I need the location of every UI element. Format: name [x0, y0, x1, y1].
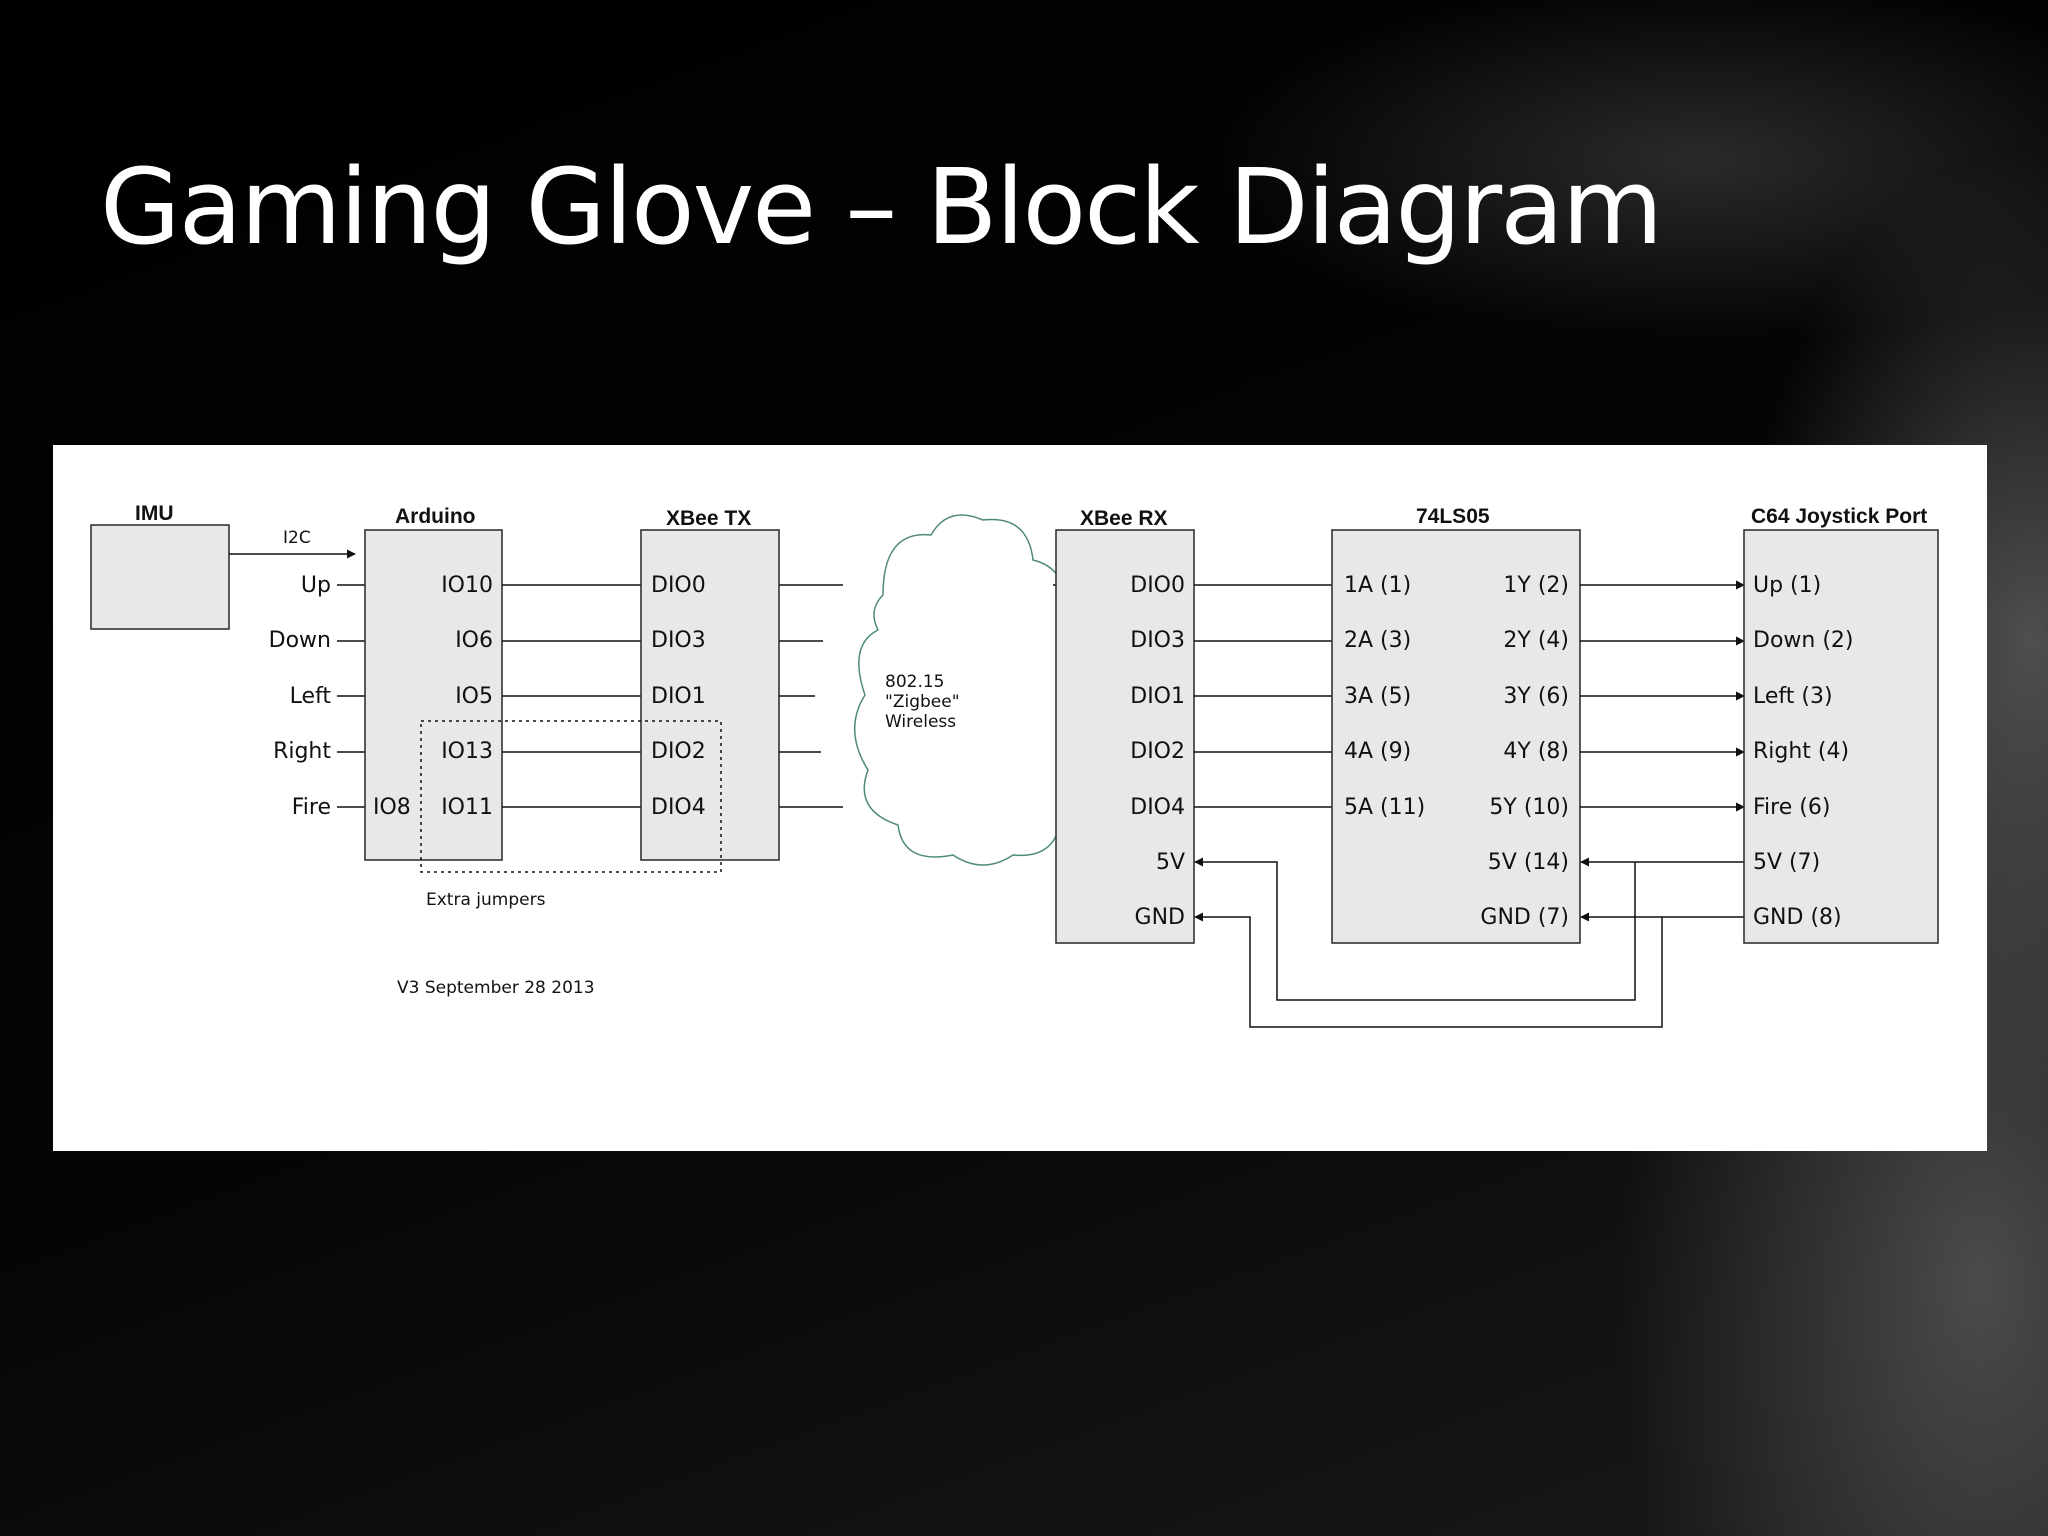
joystick-pin-fire: Fire (6)	[1753, 795, 1830, 820]
xbee-rx-title: XBee RX	[1080, 507, 1168, 530]
ls05-pin-5a: 5A (11)	[1344, 795, 1425, 820]
slide-title: Gaming Glove – Block Diagram	[100, 146, 1663, 268]
ls05-title: 74LS05	[1416, 505, 1490, 528]
input-label-fire: Fire	[292, 795, 331, 820]
xbee-tx-pin-dio1: DIO1	[651, 684, 706, 709]
xbee-tx-box	[640, 529, 780, 861]
input-labels: Up Down Left Right Fire	[269, 573, 332, 820]
rx-to-ls05-wires	[1194, 584, 1332, 808]
ls05-pin-3a: 3A (5)	[1344, 684, 1411, 709]
imu-box	[90, 524, 230, 630]
input-label-right: Right	[273, 739, 331, 764]
input-stubs	[337, 584, 365, 808]
xbee-tx-pin-dio0: DIO0	[651, 573, 706, 598]
joystick-pin-down: Down (2)	[1753, 628, 1854, 653]
ls05-pin-3y: 3Y (6)	[1503, 684, 1569, 709]
ls05-block: 74LS05 1A (1) 2A (3) 3A (5) 4A (9) 5A (1…	[1331, 505, 1581, 944]
imu-title: IMU	[135, 502, 174, 525]
arduino-pin-io10: IO10	[441, 573, 493, 598]
xbee-tx-block: XBee TX DIO0 DIO3 DIO1 DIO2 DIO4	[640, 507, 780, 861]
xbee-tx-pin-dio2: DIO2	[651, 739, 706, 764]
joystick-port-title: C64 Joystick Port	[1751, 505, 1927, 528]
xbee-rx-box	[1055, 529, 1195, 944]
xbee-rx-pin-dio1: DIO1	[1130, 684, 1185, 709]
ls05-box	[1331, 529, 1581, 944]
i2c-link: I2C	[229, 528, 356, 559]
5v-to-xbee-rx	[1194, 857, 1636, 1001]
joystick-pin-gnd: GND (8)	[1753, 905, 1842, 930]
joystick-pin-left: Left (3)	[1753, 684, 1833, 709]
arduino-to-xbee-tx-wires	[502, 584, 641, 808]
joystick-pin-up: Up (1)	[1753, 573, 1821, 598]
input-label-up: Up	[301, 573, 331, 598]
joystick-pin-right: Right (4)	[1753, 739, 1849, 764]
arduino-block: Arduino IO10 IO6 IO5 IO13 IO11 IO8	[364, 505, 503, 861]
joystick-port-block: C64 Joystick Port Up (1) Down (2) Left (…	[1743, 505, 1939, 944]
arduino-box	[364, 529, 503, 861]
gnd-to-xbee-rx	[1194, 912, 1663, 1028]
ls05-pin-4a: 4A (9)	[1344, 739, 1411, 764]
ls05-pin-2a: 2A (3)	[1344, 628, 1411, 653]
arduino-pin-io8: IO8	[373, 795, 411, 820]
ls05-pin-5v: 5V (14)	[1488, 850, 1569, 875]
joystick-pin-5v: 5V (7)	[1753, 850, 1820, 875]
i2c-label: I2C	[283, 528, 311, 548]
xbee-rx-pin-dio4: DIO4	[1130, 795, 1185, 820]
xbee-rx-pin-gnd: GND	[1135, 905, 1185, 930]
wireless-cloud: 802.15 "Zigbee" Wireless	[854, 514, 1077, 866]
wireless-label-line2: "Zigbee"	[885, 692, 960, 712]
wireless-label-line3: Wireless	[885, 712, 956, 732]
arduino-pin-io13: IO13	[441, 739, 493, 764]
ls05-pin-2y: 2Y (4)	[1503, 628, 1569, 653]
arduino-pin-io6: IO6	[455, 628, 493, 653]
extra-jumpers-label: Extra jumpers	[426, 890, 546, 910]
power-wiring	[1194, 857, 1744, 1028]
ls05-pin-5y: 5Y (10)	[1489, 795, 1569, 820]
input-label-left: Left	[290, 684, 332, 709]
joystick-port-box	[1743, 529, 1939, 944]
imu-block: IMU	[90, 502, 230, 630]
block-diagram: IMU I2C Up Down Left Right Fire Arduino …	[90, 502, 1939, 1028]
extra-jumpers: Extra jumpers	[420, 720, 722, 910]
arduino-title: Arduino	[395, 505, 475, 528]
tx-to-cloud-wires	[779, 584, 843, 808]
xbee-rx-pin-dio0: DIO0	[1130, 573, 1185, 598]
ls05-pin-gnd: GND (7)	[1480, 905, 1569, 930]
wireless-label-line1: 802.15	[885, 672, 944, 692]
input-label-down: Down	[269, 628, 331, 653]
xbee-rx-pin-dio3: DIO3	[1130, 628, 1185, 653]
arduino-pin-io5: IO5	[455, 684, 493, 709]
xbee-rx-pin-dio2: DIO2	[1130, 739, 1185, 764]
arduino-pin-io11: IO11	[441, 795, 493, 820]
ls05-to-joystick-wires	[1580, 580, 1745, 812]
xbee-rx-block: XBee RX DIO0 DIO3 DIO1 DIO2 DIO4 5V GND	[1055, 507, 1195, 944]
ls05-pin-1y: 1Y (2)	[1503, 573, 1569, 598]
ls05-pin-4y: 4Y (8)	[1503, 739, 1569, 764]
version-note: V3 September 28 2013	[397, 978, 595, 998]
ls05-pin-1a: 1A (1)	[1344, 573, 1411, 598]
xbee-tx-pin-dio3: DIO3	[651, 628, 706, 653]
xbee-rx-pin-5v: 5V	[1156, 850, 1185, 875]
diagram-panel: IMU I2C Up Down Left Right Fire Arduino …	[53, 445, 1987, 1151]
xbee-tx-title: XBee TX	[666, 507, 751, 530]
extra-jumpers-box	[420, 720, 722, 873]
xbee-tx-pin-dio4: DIO4	[651, 795, 706, 820]
